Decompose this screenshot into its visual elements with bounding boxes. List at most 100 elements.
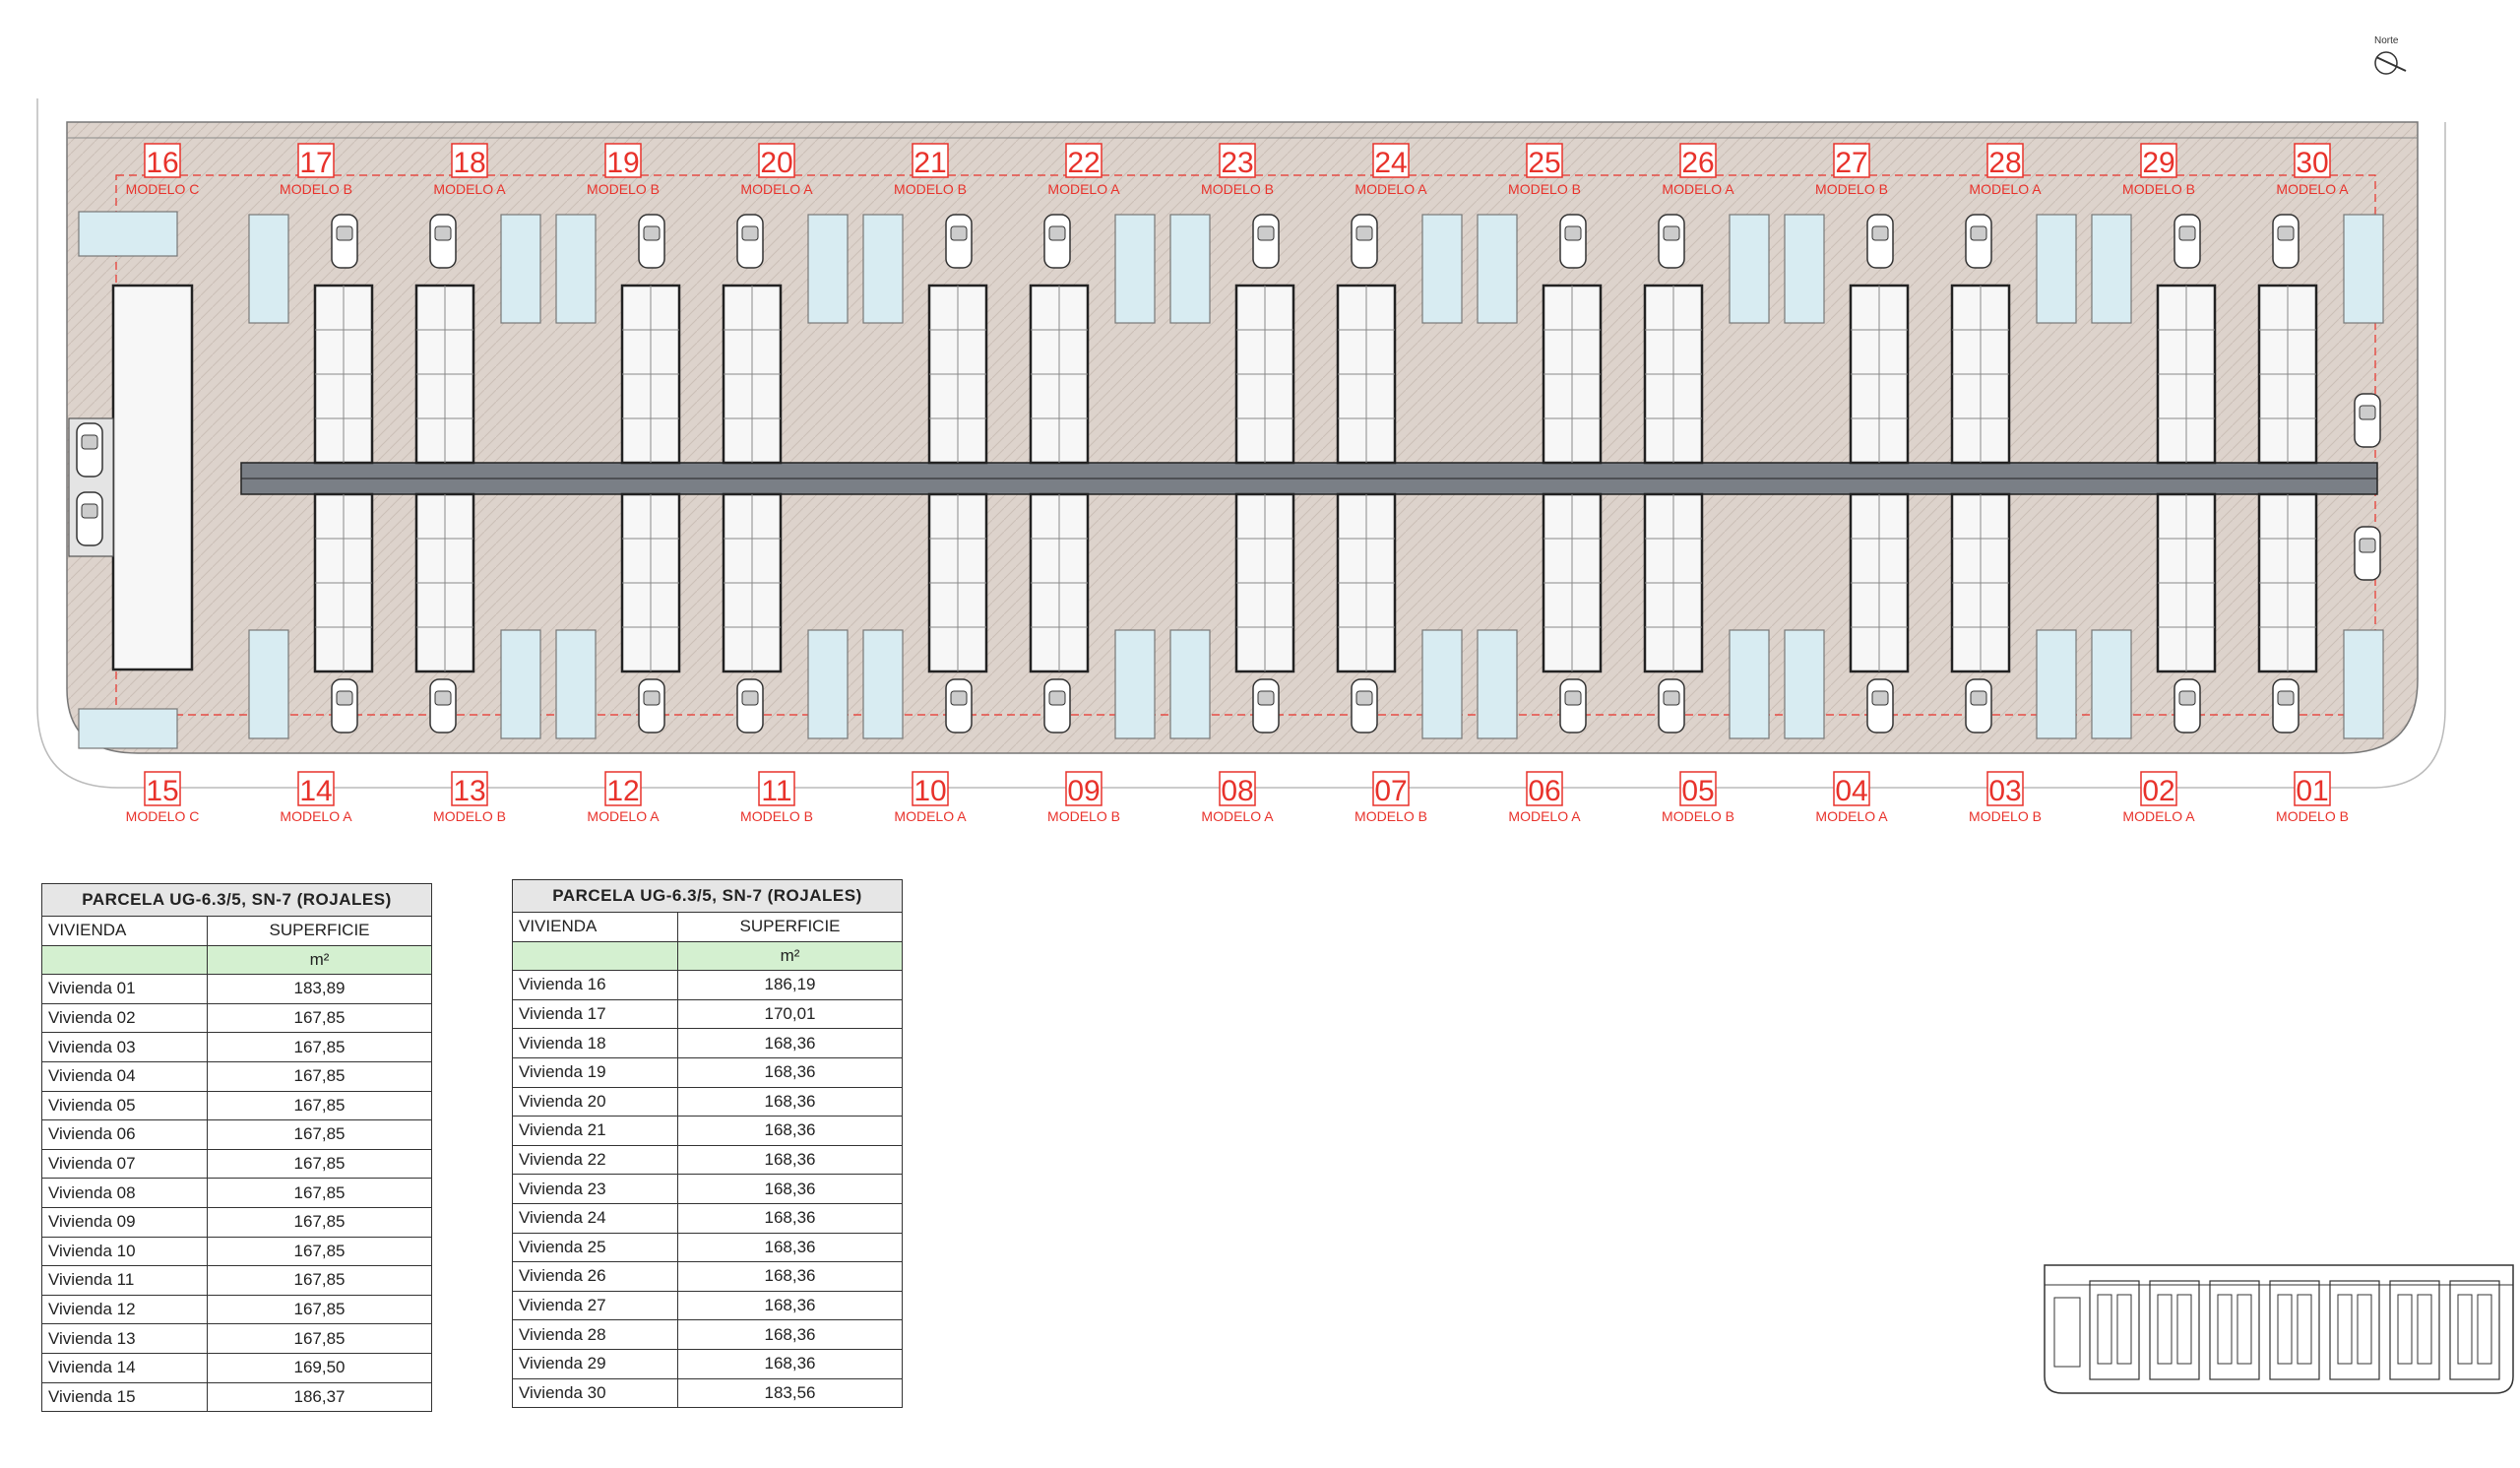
lot-number: 26 [1681,147,1714,179]
lot-number-box [1372,143,1410,178]
lot-number: 03 [1988,775,2021,807]
site-boundary [36,98,2446,789]
lot-number-box [1833,771,1870,806]
lot-number-box [2140,143,2177,178]
car-icon [736,214,764,269]
vivienda-name: Vivienda 08 [41,1178,208,1208]
car-icon [1252,678,1280,734]
area-table-2: PARCELA UG-6.3/5, SN-7 (ROJALES) VIVIEND… [512,879,903,1409]
lot-model: MODELO A [2122,808,2195,824]
lot-number-box [1833,143,1870,178]
pool [1421,214,1463,324]
vivienda-name: Vivienda 24 [512,1202,678,1234]
house-footprint [2257,284,2318,465]
lot-number: 15 [146,775,178,807]
vivienda-area: 167,85 [207,1323,432,1354]
car-icon [1866,678,1894,734]
lot-model: MODELO B [1201,181,1274,197]
pool [1169,629,1211,739]
pool [1729,214,1770,324]
car-icon [2272,214,2300,269]
vivienda-name: Vivienda 15 [41,1381,208,1413]
vivienda-area: 186,37 [207,1381,432,1413]
lot-number-box [758,143,795,178]
pool [500,629,541,739]
vivienda-name: Vivienda 05 [41,1090,208,1121]
vivienda-name: Vivienda 30 [512,1377,678,1409]
lot-number-box [912,771,949,806]
vivienda-name: Vivienda 16 [512,970,678,1000]
house-footprint [1950,492,2011,673]
lot-number: 18 [453,147,485,179]
lot-number-box [451,143,488,178]
lot-model: MODELO B [2122,181,2195,197]
vivienda-area: 167,85 [207,1090,432,1121]
vivienda-area: 167,85 [207,1119,432,1150]
lot-number: 06 [1528,775,1560,807]
vivienda-area: 168,36 [677,1319,903,1350]
pool [78,211,178,257]
lot-model: MODELO B [894,181,967,197]
keymap-block [2089,1280,2140,1380]
car-icon [1351,214,1378,269]
col-header-superficie: SUPERFICIE [677,912,903,942]
pool [2343,214,2384,324]
lot-number-box [1065,771,1102,806]
car-icon [2354,393,2381,448]
lot-model: MODELO C [126,181,200,197]
vivienda-name: Vivienda 29 [512,1348,678,1379]
lot-number-box [1065,143,1102,178]
pool [1729,629,1770,739]
lot-number: 09 [1067,775,1100,807]
pool [2091,214,2132,324]
house-footprint [927,492,988,673]
house-footprint [1643,492,1704,673]
vivienda-name: Vivienda 19 [512,1056,678,1088]
area-table-1: PARCELA UG-6.3/5, SN-7 (ROJALES) VIVIEND… [41,883,432,1413]
car-icon [1559,214,1587,269]
car-icon [638,678,665,734]
vivienda-name: Vivienda 17 [512,998,678,1030]
car-icon [331,214,358,269]
house-footprint [2156,284,2217,465]
vivienda-name: Vivienda 03 [41,1032,208,1062]
lot-number: 16 [146,147,178,179]
lot-number-box [1219,143,1256,178]
lot-model: MODELO A [1969,181,2042,197]
house-footprint [1234,492,1295,673]
lot-model: MODELO B [1047,808,1120,824]
vivienda-area: 168,36 [677,1261,903,1292]
lot-model: MODELO B [1508,181,1581,197]
vivienda-name: Vivienda 02 [41,1002,208,1034]
vivienda-area: 167,85 [207,1002,432,1034]
lot-number: 28 [1988,147,2021,179]
col-header-superficie: SUPERFICIE [207,916,432,946]
vivienda-area: 170,01 [677,998,903,1030]
vivienda-area: 167,85 [207,1178,432,1208]
car-icon [945,678,973,734]
lot-number: 25 [1528,147,1560,179]
lot-model: MODELO A [433,181,506,197]
lot-model: MODELO B [2276,808,2349,824]
lot-number-box [1526,143,1563,178]
vivienda-name: Vivienda 23 [512,1174,678,1204]
car-icon [1658,214,1685,269]
